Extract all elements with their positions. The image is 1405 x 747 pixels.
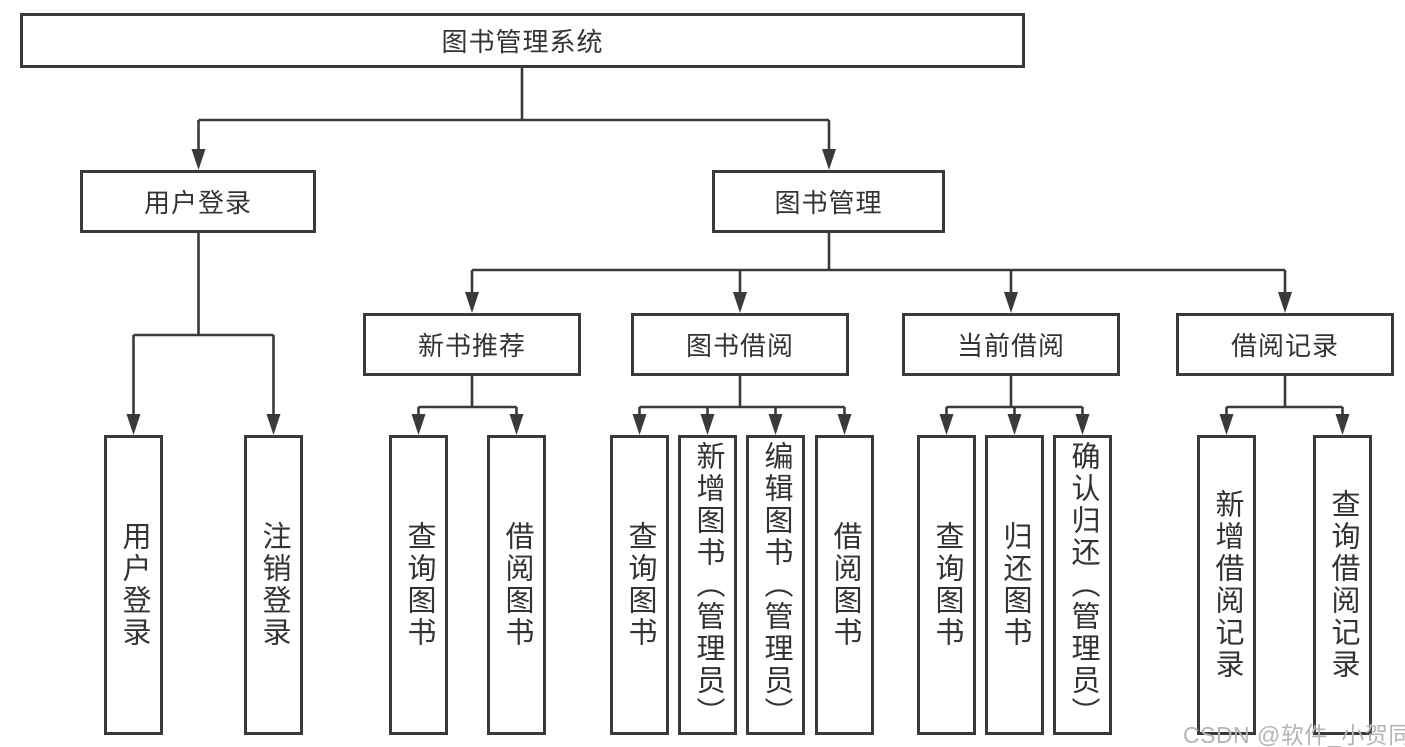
leaf-query-borrow-record-label: 查询借阅记录 [1327, 489, 1359, 681]
node-current-borrowing-label: 当前借阅 [956, 331, 1065, 361]
leaf-add-books-admin-label: 新增图书（管理员） [692, 441, 724, 729]
leaf-add-borrow-record: 新增借阅记录 [1197, 435, 1256, 735]
arrowhead [768, 414, 783, 435]
connector-records-to-leaves [1225, 376, 1344, 422]
leaf-edit-books-admin: 编辑图书（管理员） [746, 435, 805, 735]
arrowheads [126, 149, 1350, 435]
node-borrowing-records: 借阅记录 [1176, 313, 1394, 376]
connector-root-to-level2 [197, 68, 831, 156]
node-new-book-recommend-label: 新书推荐 [417, 331, 526, 361]
arrowhead [1278, 292, 1292, 313]
leaf-borrow-books-recommend: 借阅图书 [487, 435, 546, 735]
leaf-logout-label: 注销登录 [258, 521, 290, 649]
node-book-management: 图书管理 [712, 170, 945, 233]
arrowhead [411, 414, 426, 435]
node-book-borrowing-label: 图书借阅 [685, 331, 794, 361]
arrowhead [700, 414, 715, 435]
connector-newbook-to-leaves [417, 376, 518, 422]
leaf-return-books-label: 归还图书 [999, 521, 1031, 649]
arrowhead [191, 149, 206, 170]
node-book-management-label: 图书管理 [774, 188, 883, 218]
leaf-user-login-label: 用户登录 [118, 521, 150, 649]
arrowhead [1335, 414, 1350, 435]
leaf-edit-books-admin-label: 编辑图书（管理员） [760, 441, 792, 729]
leaf-query-books-recommend: 查询图书 [389, 435, 448, 735]
arrowhead [837, 414, 852, 435]
node-root-label: 图书管理系统 [441, 27, 604, 57]
arrowhead [822, 149, 836, 170]
leaf-confirm-return-admin-label: 确认归还（管理员） [1067, 441, 1099, 729]
leaf-query-borrow-record: 查询借阅记录 [1313, 435, 1372, 735]
leaf-query-books-current-label: 查询图书 [931, 521, 963, 649]
arrowhead [1219, 414, 1234, 435]
node-new-book-recommend: 新书推荐 [363, 313, 581, 376]
node-root: 图书管理系统 [20, 13, 1025, 68]
arrowhead [632, 414, 647, 435]
arrowhead [465, 292, 479, 313]
leaf-logout: 注销登录 [244, 435, 303, 735]
node-borrowing-records-label: 借阅记录 [1230, 331, 1339, 361]
leaf-query-books-current: 查询图书 [917, 435, 976, 735]
leaf-user-login: 用户登录 [104, 435, 163, 735]
node-book-borrowing: 图书借阅 [631, 313, 849, 376]
node-user-login: 用户登录 [80, 170, 316, 233]
connector-borrow-to-leaves [638, 376, 846, 422]
leaf-return-books: 归还图书 [985, 435, 1044, 735]
arrowhead [733, 292, 747, 313]
arrowhead [1004, 292, 1018, 313]
leaf-add-borrow-record-label: 新增借阅记录 [1211, 489, 1243, 681]
connector-userlogin-to-leaves [132, 233, 275, 421]
leaf-query-books-recommend-label: 查询图书 [403, 521, 435, 649]
node-current-borrowing: 当前借阅 [902, 313, 1120, 376]
connector-bookmgmt-to-level3 [470, 233, 1287, 300]
arrowhead [126, 414, 141, 435]
leaf-borrow-books-borrowing-label: 借阅图书 [829, 521, 861, 649]
arrowhead [1075, 414, 1090, 435]
csdn-watermark: CSDN @软件_小贺同学 [1183, 722, 1405, 747]
leaf-confirm-return-admin: 确认归还（管理员） [1053, 435, 1112, 735]
arrowhead [939, 414, 954, 435]
leaf-borrow-books-recommend-label: 借阅图书 [501, 521, 533, 649]
arrowhead [266, 414, 281, 435]
node-user-login-label: 用户登录 [143, 188, 252, 218]
arrowhead [1007, 414, 1022, 435]
leaf-query-books-borrowing-label: 查询图书 [624, 521, 656, 649]
leaf-borrow-books-borrowing: 借阅图书 [815, 435, 874, 735]
arrowhead [509, 414, 524, 435]
leaf-add-books-admin: 新增图书（管理员） [678, 435, 737, 735]
leaf-query-books-borrowing: 查询图书 [610, 435, 669, 735]
